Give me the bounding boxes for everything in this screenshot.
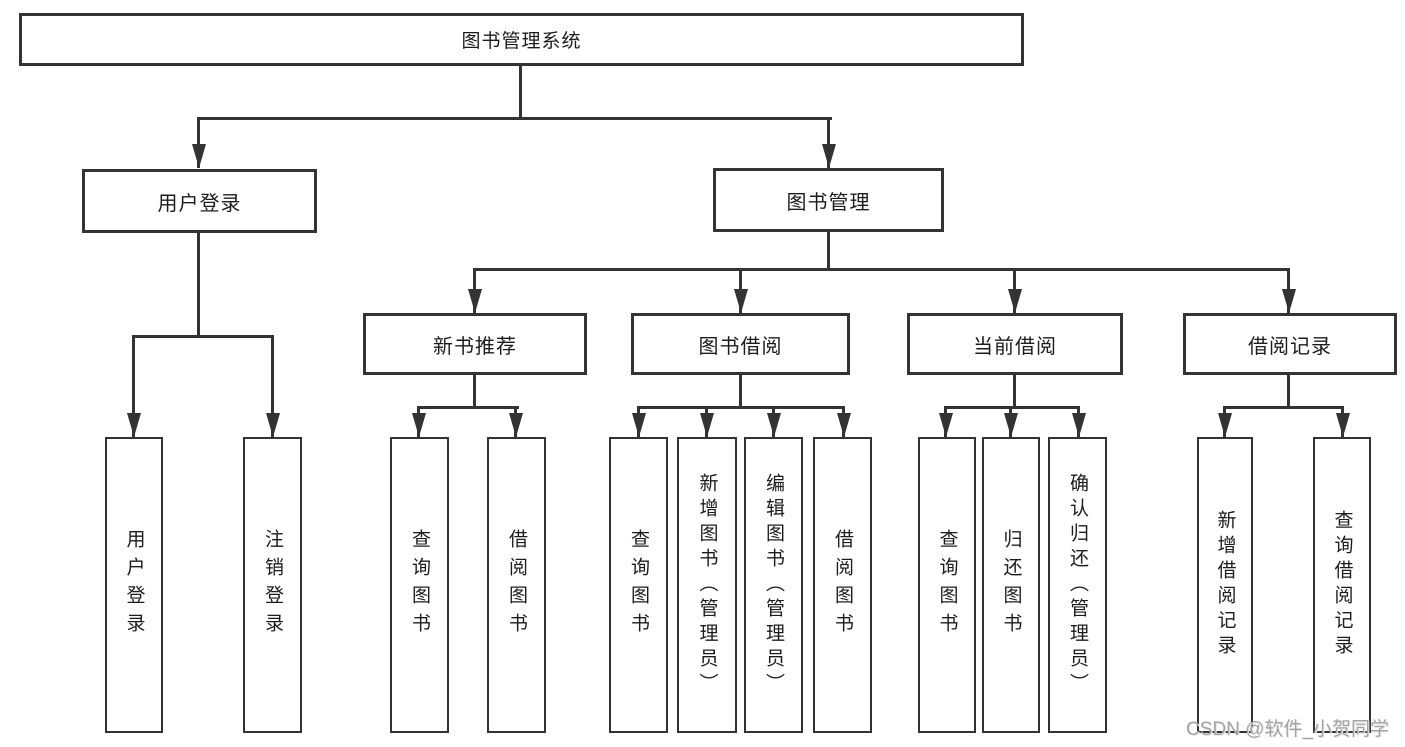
- arrowhead-user-login: [192, 144, 206, 168]
- connector-user-login-bus: [132, 335, 274, 338]
- connector-level3-bus: [473, 268, 1290, 271]
- leaf-return-books: 归还图书: [982, 437, 1040, 733]
- connector-drop-user-login: [197, 117, 200, 168]
- leaf-newbook-query-books-label: 查询图书: [409, 529, 430, 641]
- connector-new-book-bus: [417, 406, 519, 409]
- leaf-query-borrow-record: 查询借阅记录: [1313, 437, 1371, 733]
- leaf-borrow-borrow-books-label: 借阅图书: [832, 529, 853, 641]
- leaf-query-borrow-record-label: 查询借阅记录: [1331, 510, 1353, 660]
- leaf-add-books-admin: 新增图书（管理员）: [677, 437, 737, 733]
- node-current-borrow-label: 当前借阅: [973, 335, 1057, 358]
- leaf-newbook-query-books: 查询图书: [390, 437, 449, 733]
- connector-current-borrow-stub: [1013, 375, 1016, 409]
- leaf-confirm-return-admin: 确认归还（管理员）: [1048, 437, 1107, 733]
- arrowhead-leaf-login: [127, 413, 141, 437]
- arrowhead-nb-borrow: [509, 413, 523, 437]
- connector-book-borrow-stub: [739, 375, 742, 409]
- leaf-borrow-query-books-label: 查询图书: [628, 529, 649, 641]
- leaf-user-login-label: 用户登录: [123, 529, 145, 641]
- csdn-watermark: CSDN @软件_小贺同学: [1186, 719, 1389, 740]
- arrowhead-br-add: [1218, 413, 1232, 437]
- node-user-login: 用户登录: [82, 169, 317, 233]
- node-user-login-label: 用户登录: [157, 192, 242, 215]
- node-new-book-recommend-label: 新书推荐: [433, 335, 517, 358]
- connector-root-stub: [519, 66, 522, 119]
- arrowhead-bb-query: [632, 413, 646, 437]
- arrowhead-new-book: [468, 289, 482, 313]
- arrowhead-cb-query: [939, 413, 953, 437]
- connector-borrow-records-bus: [1223, 406, 1344, 409]
- connector-new-book-stub: [473, 375, 476, 409]
- arrowhead-cb-return: [1004, 413, 1018, 437]
- node-new-book-recommend: 新书推荐: [363, 313, 587, 375]
- connector-borrow-records-stub: [1287, 375, 1290, 409]
- connector-book-management-stub: [827, 232, 830, 271]
- node-current-borrow: 当前借阅: [907, 313, 1123, 375]
- arrowhead-nb-query: [412, 413, 426, 437]
- leaf-current-query-books-label: 查询图书: [936, 529, 958, 641]
- arrowhead-borrow-records: [1282, 289, 1296, 313]
- leaf-logout: 注销登录: [243, 437, 302, 733]
- node-borrow-records-label: 借阅记录: [1248, 335, 1332, 358]
- arrowhead-bb-edit: [767, 413, 781, 437]
- leaf-user-login: 用户登录: [105, 437, 163, 733]
- leaf-add-books-admin-label: 新增图书（管理员）: [696, 472, 718, 698]
- connector-current-borrow-bus: [944, 406, 1080, 409]
- connector-drop-leaf-login: [132, 335, 135, 437]
- leaf-return-books-label: 归还图书: [1000, 529, 1022, 641]
- arrowhead-bb-borrow: [837, 413, 851, 437]
- arrowhead-bb-add: [700, 413, 714, 437]
- connector-level2-bus: [197, 117, 832, 120]
- leaf-newbook-borrow-books-label: 借阅图书: [506, 529, 527, 641]
- arrowhead-cb-confirm: [1072, 413, 1086, 437]
- node-root-label: 图书管理系统: [461, 31, 582, 52]
- leaf-edit-books-admin-label: 编辑图书（管理员）: [763, 472, 784, 698]
- connector-drop-leaf-logout: [271, 335, 274, 437]
- connector-book-borrow-bus: [637, 406, 845, 409]
- arrowhead-leaf-logout: [266, 413, 280, 437]
- leaf-borrow-borrow-books: 借阅图书: [813, 437, 872, 733]
- leaf-confirm-return-admin-label: 确认归还（管理员）: [1067, 472, 1088, 698]
- leaf-borrow-query-books: 查询图书: [609, 437, 668, 733]
- arrowhead-book-management: [822, 144, 836, 168]
- leaf-logout-label: 注销登录: [262, 529, 283, 641]
- leaf-edit-books-admin: 编辑图书（管理员）: [744, 437, 803, 733]
- node-borrow-records: 借阅记录: [1183, 313, 1397, 375]
- node-book-management-label: 图书管理: [786, 191, 871, 214]
- arrowhead-current-borrow: [1008, 289, 1022, 313]
- connector-user-login-stub: [197, 233, 200, 338]
- arrowhead-br-query: [1336, 413, 1350, 437]
- node-book-borrow-label: 图书借阅: [698, 335, 783, 358]
- node-book-management: 图书管理: [713, 168, 944, 232]
- leaf-current-query-books: 查询图书: [918, 437, 976, 733]
- node-book-borrow: 图书借阅: [631, 313, 850, 375]
- leaf-newbook-borrow-books: 借阅图书: [487, 437, 546, 733]
- leaf-add-borrow-record: 新增借阅记录: [1197, 437, 1253, 733]
- connector-drop-book-management: [827, 117, 830, 168]
- leaf-add-borrow-record-label: 新增借阅记录: [1214, 510, 1236, 660]
- arrowhead-book-borrow: [734, 289, 748, 313]
- node-root-library-system: 图书管理系统: [19, 13, 1024, 66]
